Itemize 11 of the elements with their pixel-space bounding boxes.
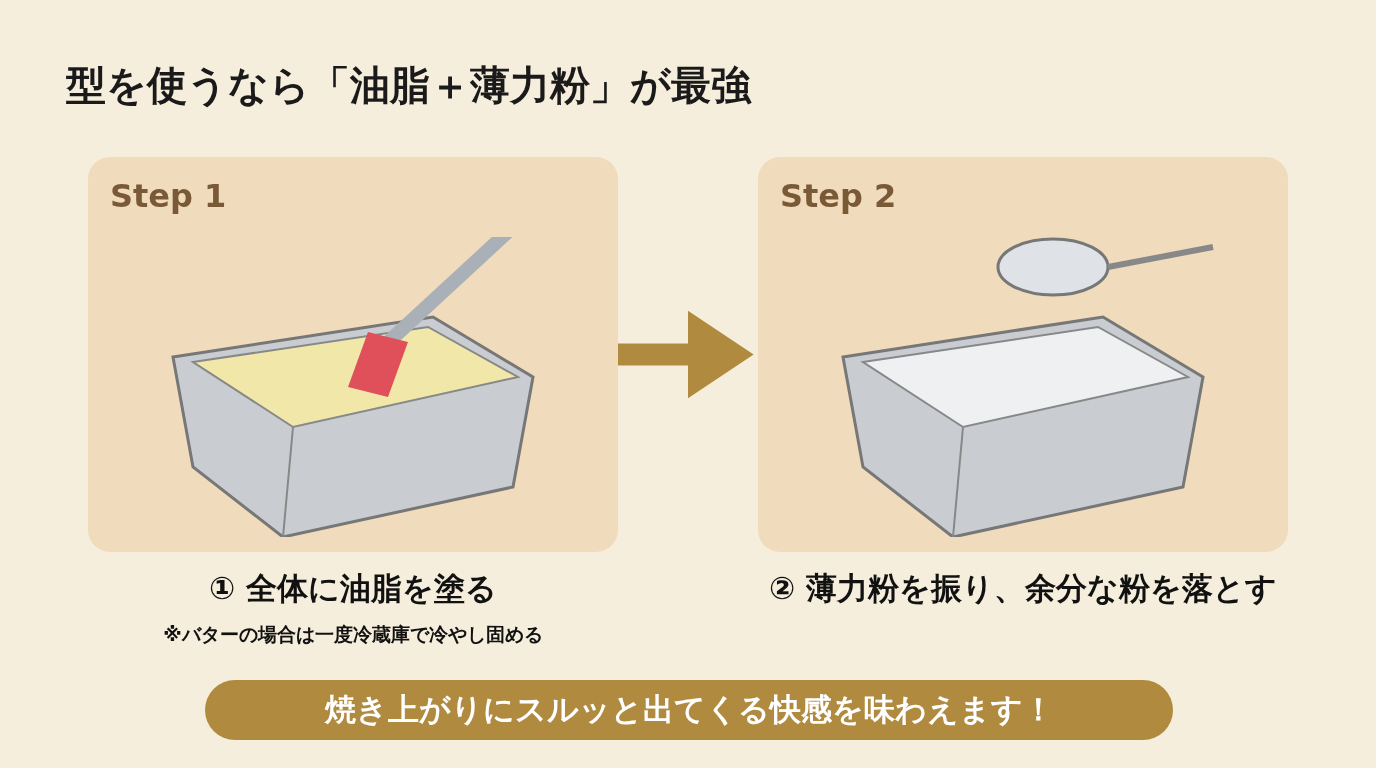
banner-text: 焼き上がりにスルッと出てくる快感を味わえます！ [324, 690, 1054, 729]
step-heading: Step 2 [780, 177, 897, 215]
step-heading: Step 1 [110, 177, 227, 215]
arrow [618, 310, 754, 399]
step-caption: ② 薄力粉を振り、余分な粉を落とす [769, 569, 1277, 608]
note: ※バターの場合は一度冷蔵庫で冷やし固める [163, 622, 543, 647]
banner [205, 680, 1173, 740]
step-panel [758, 157, 1288, 552]
title: 型を使うなら「油脂＋薄力粉」が最強 [66, 61, 751, 110]
step-caption: ① 全体に油脂を塗る [209, 569, 497, 608]
step-panel [88, 157, 618, 552]
